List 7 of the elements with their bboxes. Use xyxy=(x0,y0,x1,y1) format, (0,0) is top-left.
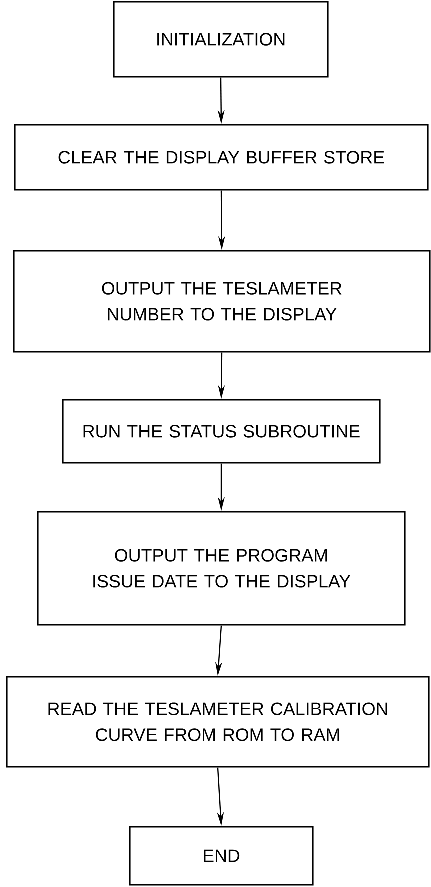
process-box: OUTPUT THE TESLAMETER NUMBER TO THE DISPLAY xyxy=(13,250,431,353)
process-box: CLEAR THE DISPLAY BUFFER STORE xyxy=(14,124,429,191)
process-box: OUTPUT THE PROGRAM ISSUE DATE TO THE DISPLAY xyxy=(37,511,406,626)
process-box: INITIALIZATION xyxy=(113,1,329,78)
process-box: RUN THE STATUS SUBROUTINE xyxy=(62,399,381,464)
process-box: READ THE TESLAMETER CALIBRATION CURVE FROM ROM TO RAM xyxy=(6,676,430,768)
process-box: END xyxy=(129,826,314,886)
